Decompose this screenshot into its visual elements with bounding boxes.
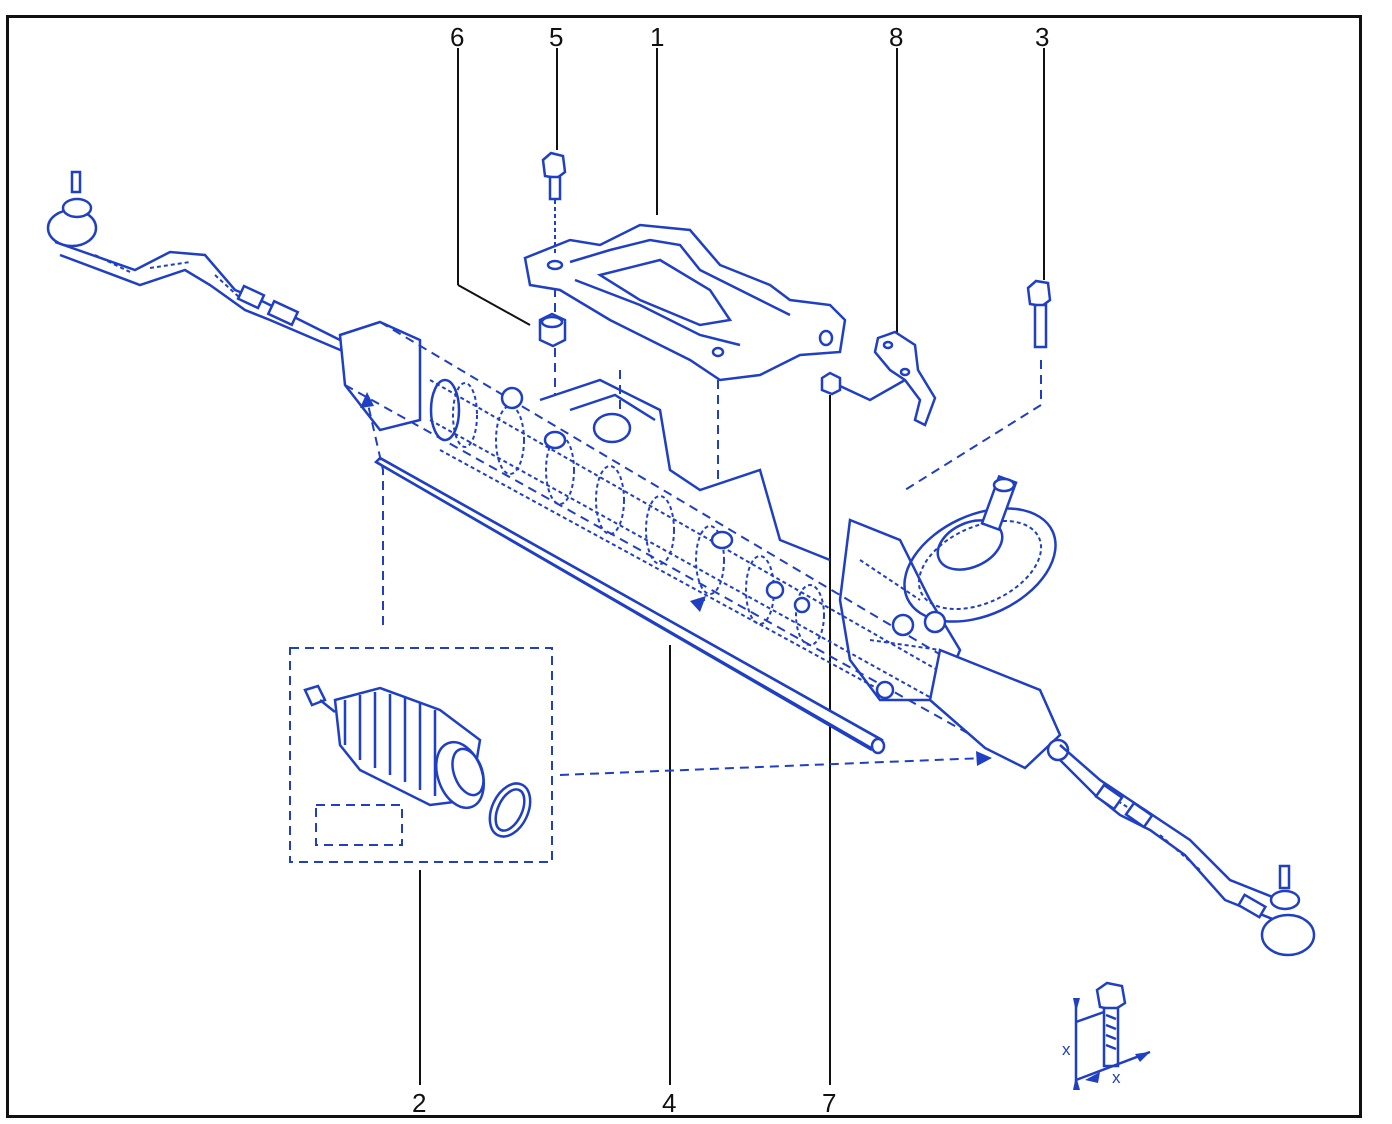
boot-kit-inset: [289, 392, 992, 863]
bolt-part-7: [820, 371, 906, 402]
rod-part-4: [373, 456, 886, 755]
nut-part-6: [538, 288, 719, 480]
leader-lines: [419, 48, 1045, 1085]
callout-5: 5: [549, 22, 564, 52]
callout-2: 2: [412, 1088, 427, 1118]
bolt-part-5: [541, 151, 567, 255]
callout-8: 8: [889, 22, 904, 52]
bracket-part-8: [873, 330, 937, 427]
bracket-part-1: [523, 223, 847, 382]
bolt-length-label-vertical: x: [1062, 1040, 1071, 1059]
bolt-length-label-diagonal: x: [1112, 1068, 1121, 1087]
callout-3: 3: [1035, 22, 1050, 52]
diagram-frame: [6, 15, 1362, 1118]
left-tie-rod: [46, 170, 346, 354]
right-tie-rod: [928, 648, 1316, 957]
callout-6: 6: [450, 22, 465, 52]
rack-housing: [338, 320, 1001, 741]
bolt-length-symbol: [1073, 981, 1151, 1090]
bolt-part-3: [904, 279, 1052, 491]
callout-4: 4: [662, 1088, 677, 1118]
callout-1: 1: [650, 22, 665, 52]
callout-7: 7: [822, 1088, 837, 1118]
